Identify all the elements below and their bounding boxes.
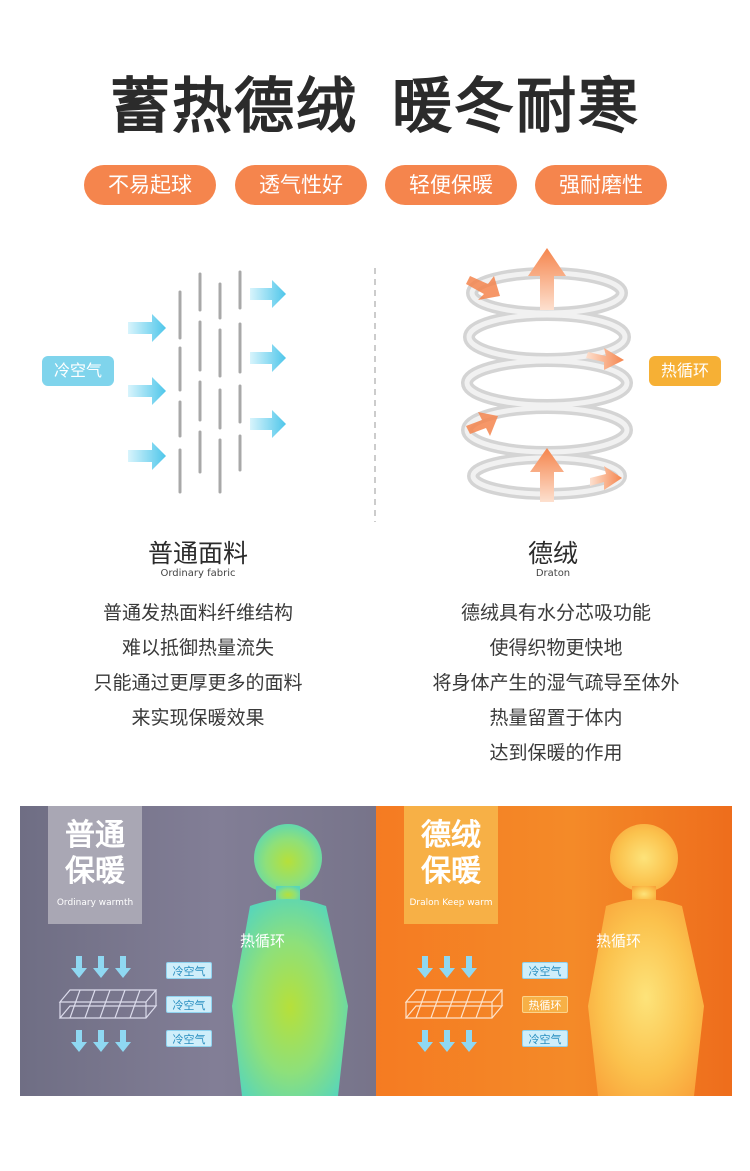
ordinary-warmth-heading-line: 普通 bbox=[65, 818, 125, 853]
cold-air-arrows bbox=[128, 280, 286, 470]
right-chip-heat: 热循环 bbox=[522, 996, 568, 1013]
cold-down-arrows-warm bbox=[417, 956, 477, 1052]
dralon-warmth-heading-box: 德绒 保暖 Dralon Keep warm bbox=[404, 806, 498, 924]
left-chip: 冷空气 bbox=[166, 1030, 212, 1047]
diagram-graphic bbox=[128, 248, 633, 522]
left-description-line: 只能通过更厚更多的面料 bbox=[93, 672, 303, 694]
cold-air-tag: 冷空气 bbox=[42, 356, 114, 386]
heat-cycle-tag: 热循环 bbox=[649, 356, 721, 386]
dralon-warmth-panel: 德绒 保暖 Dralon Keep warm 热循环 冷空气 热循环 冷空气 bbox=[376, 806, 732, 1096]
right-description-line: 使得织物更快地 bbox=[489, 637, 623, 659]
heat-arrows bbox=[466, 248, 624, 502]
left-heat-label: 热循环 bbox=[240, 932, 286, 950]
fabric-grid-warm bbox=[404, 989, 504, 1019]
right-chip: 冷空气 bbox=[522, 1030, 568, 1047]
dralon-warmth-heading-line: 德绒 bbox=[421, 818, 481, 853]
body-silhouette bbox=[232, 824, 348, 1096]
ordinary-warmth-heading-box: 普通 保暖 Ordinary warmth bbox=[48, 806, 142, 924]
right-description: 德绒具有水分芯吸功能 使得织物更快地 将身体产生的湿气疏导至体外 热量留置于体内… bbox=[386, 596, 726, 771]
left-description: 普通发热面料纤维结构 难以抵御热量流失 只能通过更厚更多的面料 来实现保暖效果 bbox=[28, 596, 368, 736]
right-description-line: 德绒具有水分芯吸功能 bbox=[460, 602, 651, 624]
right-column-subtitle: Draton bbox=[535, 568, 571, 579]
right-description-line: 热量留置于体内 bbox=[489, 707, 623, 729]
pill-wear-resistant: 强耐磨性 bbox=[535, 165, 667, 205]
left-description-line: 普通发热面料纤维结构 bbox=[102, 602, 293, 624]
comparison-diagram bbox=[0, 240, 750, 530]
dralon-warmth-heading-line: 保暖 bbox=[421, 854, 481, 889]
left-chip: 冷空气 bbox=[166, 996, 212, 1013]
dralon-warmth-subtitle: Dralon Keep warm bbox=[409, 898, 493, 908]
dralon-warmth-graphic bbox=[404, 824, 704, 1096]
body-silhouette-warm bbox=[588, 824, 704, 1096]
right-description-line: 将身体产生的湿气疏导至体外 bbox=[432, 672, 680, 694]
feature-pills: 不易起球 透气性好 轻便保暖 强耐磨性 bbox=[0, 165, 750, 207]
left-description-line: 来实现保暖效果 bbox=[131, 707, 265, 729]
cold-down-arrows bbox=[71, 956, 131, 1052]
left-column-subtitle: Ordinary fabric bbox=[160, 568, 236, 579]
right-heat-label: 热循环 bbox=[596, 932, 642, 950]
fabric-fibres bbox=[178, 270, 242, 494]
right-description-line: 达到保暖的作用 bbox=[489, 742, 623, 764]
right-chip: 冷空气 bbox=[522, 962, 568, 979]
ordinary-warmth-graphic bbox=[58, 824, 348, 1096]
pill-light-warm: 轻便保暖 bbox=[385, 165, 517, 205]
page-title: 蓄热德绒暖冬耐寒 bbox=[0, 58, 750, 145]
title-part-2: 暖冬耐寒 bbox=[392, 72, 640, 142]
pill-breathable: 透气性好 bbox=[235, 165, 367, 205]
title-part-1: 蓄热德绒 bbox=[110, 72, 358, 142]
ordinary-warmth-heading-line: 保暖 bbox=[65, 854, 125, 889]
right-column-title: 德绒 bbox=[527, 539, 578, 568]
pill-anti-pilling: 不易起球 bbox=[84, 165, 216, 205]
ordinary-warmth-subtitle: Ordinary warmth bbox=[56, 898, 134, 908]
left-column-title: 普通面料 bbox=[147, 539, 248, 568]
fabric-grid bbox=[58, 989, 158, 1019]
left-chip: 冷空气 bbox=[166, 962, 212, 979]
ordinary-warmth-panel: 普通 保暖 Ordinary warmth 热循环 冷空气 冷空气 冷空气 bbox=[20, 806, 376, 1096]
left-description-line: 难以抵御热量流失 bbox=[121, 637, 274, 659]
